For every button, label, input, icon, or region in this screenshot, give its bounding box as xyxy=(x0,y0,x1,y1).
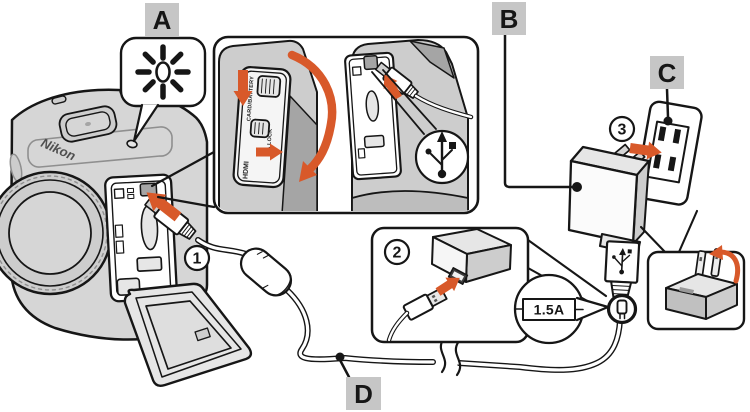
svg-text:2: 2 xyxy=(393,245,402,262)
step-2-badge: 2 xyxy=(383,238,411,266)
insert-plug-arrow-icon xyxy=(383,74,402,101)
svg-text:C: C xyxy=(658,58,677,88)
step-3-badge: 3 xyxy=(608,115,636,143)
label-c: C xyxy=(650,56,684,89)
outlet-slot xyxy=(672,128,682,144)
label-a: A xyxy=(145,3,179,36)
adapter-front-face xyxy=(567,159,639,246)
latch-slide-right-arrow-icon xyxy=(256,143,283,161)
door-inner-tab xyxy=(194,327,211,342)
insert-plug-arrow-icon xyxy=(146,192,182,222)
lens xyxy=(0,170,113,296)
hdmi-port xyxy=(136,256,163,272)
svg-text:3: 3 xyxy=(618,122,627,139)
charging-ac-adapter xyxy=(567,143,651,256)
usb-symbol-small-icon xyxy=(612,248,632,275)
inset2-callout-line xyxy=(526,238,608,298)
insert-usb-arrow-icon xyxy=(435,277,460,296)
label-d: D xyxy=(346,377,381,410)
cable-break-mark xyxy=(439,336,462,377)
label-c-line xyxy=(663,87,673,126)
door-marking-lock: ▲LOCK xyxy=(266,128,274,150)
top-control-panel xyxy=(58,105,118,143)
latch-slide-down-arrow-icon xyxy=(233,70,253,106)
power-outlet xyxy=(634,100,703,206)
compartment-open-inset xyxy=(344,51,402,181)
outlet-slot xyxy=(653,153,662,169)
blinking-lamp-icon xyxy=(135,44,191,100)
top-edge-bump xyxy=(51,95,67,105)
door-marking-card-battery: CARD/BATTERY xyxy=(246,76,255,122)
door-marking-hdmi: HDMI xyxy=(242,161,250,179)
step-1-badge: 1 xyxy=(183,244,211,272)
inset-adapter-connection: 2 xyxy=(370,226,530,344)
micro-usb-port xyxy=(363,54,379,71)
usb-symbol-icon xyxy=(414,129,470,185)
compartment-door-open xyxy=(123,282,253,388)
label-d-line xyxy=(335,352,351,379)
camera: Nikon xyxy=(0,86,253,388)
label-b-line xyxy=(503,33,582,192)
door-open-curved-arrow-icon xyxy=(287,50,337,182)
inset-prong-flip xyxy=(646,245,746,331)
inset3-callout-line xyxy=(639,225,667,254)
prong-flip-arrow-icon xyxy=(709,245,741,284)
inset1-callout-line xyxy=(156,195,216,209)
svg-text:A: A xyxy=(153,5,172,35)
usb-cable xyxy=(195,237,623,377)
plug-orientation-mark-icon xyxy=(606,293,638,325)
status-lamp-callout-bubble xyxy=(119,36,207,143)
inset1-callout-line xyxy=(150,150,216,188)
label-b: B xyxy=(492,2,526,35)
current-rating-plate xyxy=(522,298,576,321)
outlet-slot xyxy=(667,156,677,172)
inset-door-instructions: CARD/BATTERY HDMI ▲LOCK xyxy=(212,35,480,215)
door-latch-slider-top xyxy=(256,75,282,98)
svg-text:B: B xyxy=(500,4,519,34)
outlet-slot xyxy=(657,126,667,142)
charging-ac-adapter-mini xyxy=(431,228,512,285)
usb-a-connector xyxy=(604,240,641,299)
connector-compartment xyxy=(104,173,178,303)
camera-front-ridge xyxy=(27,126,173,168)
door-latch-slider-bottom xyxy=(249,118,271,139)
ferrite-core xyxy=(239,247,293,297)
plug-into-outlet-arrow-icon xyxy=(629,141,662,160)
inset3-callout-line xyxy=(677,209,699,254)
current-rating-magnifier: 1.5A xyxy=(513,273,610,345)
svg-text:1: 1 xyxy=(193,251,202,268)
svg-text:D: D xyxy=(354,379,373,409)
adapter-bottom-view xyxy=(665,273,738,320)
current-rating-label: 1.5A xyxy=(534,302,565,318)
status-lamp xyxy=(126,139,138,149)
